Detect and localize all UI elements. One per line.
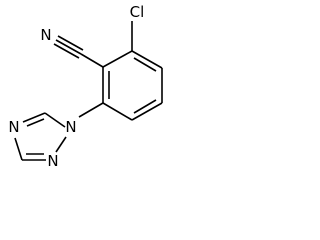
bond-triple-center bbox=[55, 39, 82, 55]
nitrile-group bbox=[53, 35, 104, 68]
chlorine-label: Cl bbox=[130, 3, 145, 21]
bond-n2-n1 bbox=[55, 136, 67, 153]
triazole-n1-label: N bbox=[65, 118, 76, 136]
benzene-ring bbox=[102, 50, 163, 121]
bond-c4-c5-double bbox=[133, 99, 157, 114]
nitrile-nitrogen-label: N bbox=[40, 26, 51, 44]
bond-triple-upper bbox=[57, 35, 84, 51]
bond-c5-n4-double bbox=[26, 118, 45, 127]
bond-c5-n4 bbox=[22, 112, 46, 123]
bond-c2-c3 bbox=[131, 50, 163, 69]
bond-n4-c3 bbox=[14, 137, 23, 161]
bond-c2-c3-double bbox=[133, 57, 157, 72]
bond-triple-lower bbox=[53, 43, 80, 59]
triazole-ring bbox=[14, 112, 67, 161]
bond-c6-n1 bbox=[78, 102, 104, 118]
bond-c4-c5 bbox=[131, 102, 163, 121]
triazole-n2-label: N bbox=[47, 152, 58, 170]
bond-n1-c5 bbox=[44, 112, 66, 128]
bond-c1-c2 bbox=[102, 50, 133, 68]
chemical-structure-diagram: Cl N N N N bbox=[8, 3, 163, 170]
structure-canvas: Cl N N N N bbox=[0, 0, 178, 180]
bond-c5-c6 bbox=[102, 102, 133, 121]
bond-c1-cnitrile bbox=[80, 53, 104, 68]
triazole-n4-label: N bbox=[8, 118, 19, 136]
